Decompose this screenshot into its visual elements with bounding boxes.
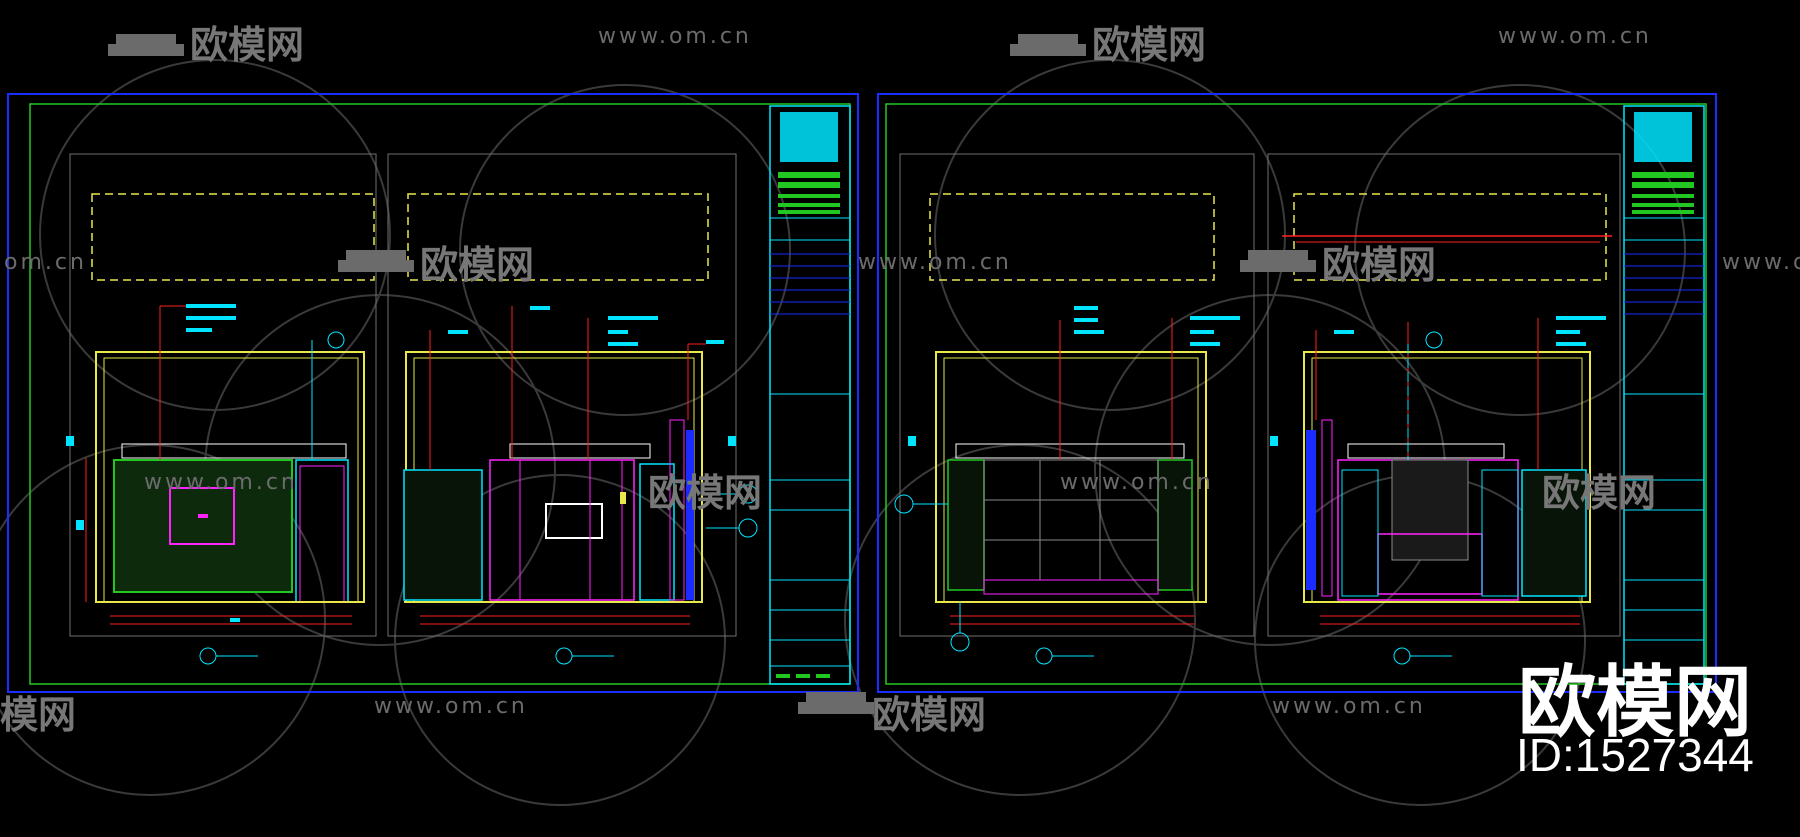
watermark-brand: 欧模网 [1092, 23, 1207, 67]
model-id-label: ID:1527344 [1516, 729, 1754, 781]
watermark-url: www.om.cn [374, 694, 528, 719]
watermark-brand: 欧模网 [1322, 243, 1437, 287]
sheet-left [7, 93, 859, 693]
elevation-4 [1270, 316, 1606, 665]
watermark-url: www.om.cn [1060, 470, 1214, 495]
elevation-3 [894, 306, 1240, 665]
watermark-url: www.om.cn [144, 470, 298, 495]
elevation-2 [403, 306, 758, 665]
elevation-1 [66, 304, 365, 665]
watermark-url: om.cn [4, 250, 87, 275]
watermark-url: www.om.cn [858, 250, 1012, 275]
sofa-logo-icon [108, 34, 1316, 714]
brand-logo-text: 欧模网 [1518, 658, 1753, 748]
watermark-brand: 欧模网 [420, 243, 535, 287]
watermark-url: www.om.cn [1498, 24, 1652, 49]
watermark-brand: 欧模网 [648, 471, 763, 515]
watermark-brand: 欧模网 [190, 23, 305, 67]
watermark-circle-icon [0, 59, 1686, 806]
watermark-brand: 欧模网 [872, 693, 987, 737]
watermark-url: www.om.cn [1272, 694, 1426, 719]
watermark-brand-cut: 欧模网 [0, 693, 77, 737]
watermark-url: www.om.cn [598, 24, 752, 49]
sheet-right [877, 93, 1717, 693]
watermark-url: www.om.cn [1722, 250, 1800, 275]
watermark-brand: 欧模网 [1542, 471, 1657, 515]
